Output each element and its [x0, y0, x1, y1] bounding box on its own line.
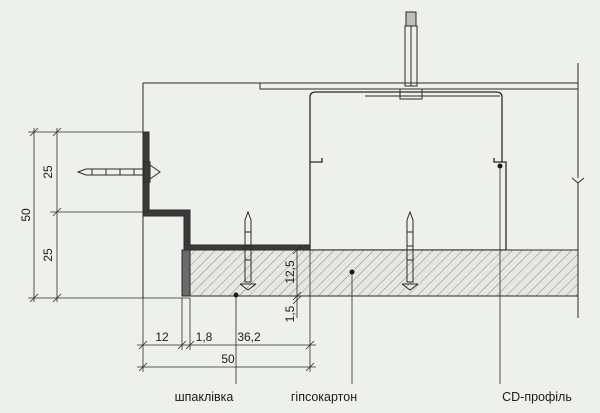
- dim-bottom-a: 12: [155, 330, 169, 344]
- plasterboard-marker: [349, 269, 355, 275]
- label-profile: CD-профіль: [502, 390, 572, 404]
- left-dimension-lines: [28, 127, 190, 303]
- hanger-rod-icon: [259, 11, 579, 100]
- cd-profile: [309, 91, 507, 251]
- cd-profile-lip-left: [310, 158, 323, 163]
- anchor-screw-icon: [76, 161, 161, 183]
- dim-left-bottom: 25: [41, 248, 55, 262]
- putty-marker: [233, 292, 239, 298]
- drywall-screw-icon: [401, 210, 419, 291]
- dim-left-top: 25: [41, 165, 55, 179]
- dim-left-total: 50: [19, 208, 33, 222]
- wall-profile: [142, 131, 311, 251]
- dim-bottom-c: 36,2: [237, 330, 261, 344]
- bottom-dimension-lines: [137, 250, 316, 372]
- label-putty: шпаклівка: [175, 390, 234, 404]
- drywall-screw-icon: [239, 210, 257, 291]
- putty-joint: [181, 249, 191, 297]
- profile-marker: [497, 163, 503, 169]
- dim-gap: 1,5: [283, 305, 297, 322]
- cd-profile-lip-right: [493, 158, 502, 163]
- leader-lines: [235, 166, 501, 384]
- board-dimension-lines: [292, 245, 302, 318]
- plasterboard-layer: [189, 249, 579, 297]
- label-plasterboard: гіпсокартон: [291, 390, 357, 404]
- dim-board-thickness: 12,5: [283, 260, 297, 284]
- dim-bottom-b: 1,8: [196, 330, 213, 344]
- dim-bottom-total: 50: [221, 352, 235, 366]
